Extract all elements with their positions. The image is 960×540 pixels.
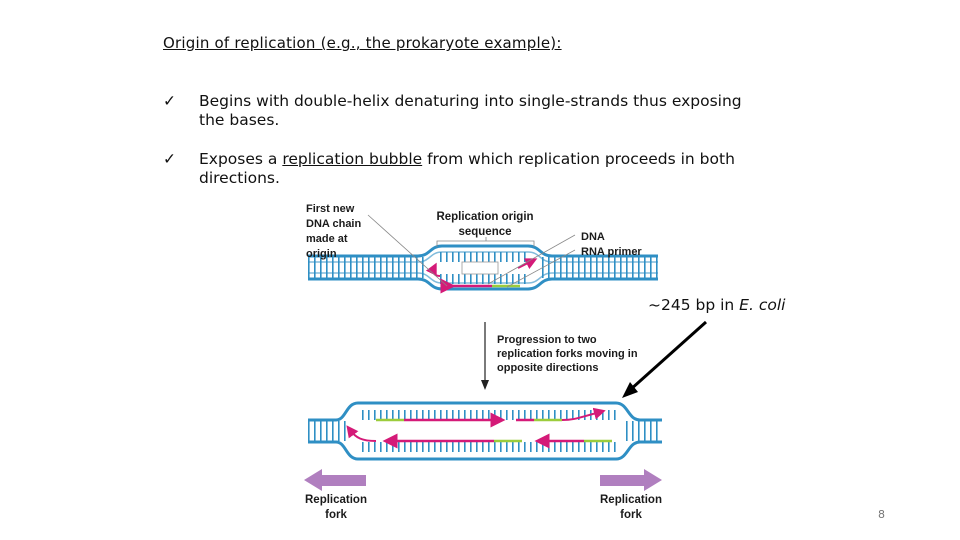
slide-heading: Origin of replication (e.g., the prokary…: [163, 34, 562, 52]
label-fork-right: Replication fork: [600, 494, 662, 521]
checkmark-icon: ✓: [163, 92, 176, 110]
dna-bubble-top: [308, 244, 658, 294]
label-rna-primer: RNA primer: [581, 246, 642, 258]
label-leaders: [367, 214, 576, 288]
svg-text:DNA chain: DNA chain: [306, 218, 361, 230]
svg-text:Progression to two: Progression to two: [497, 334, 597, 346]
svg-text:made at: made at: [306, 233, 348, 245]
svg-text:First new: First new: [306, 203, 355, 215]
fork-arrow-right-icon: [600, 469, 662, 491]
label-first-new-chain: First new DNA chain made at origin: [306, 203, 361, 260]
checkmark-icon: ✓: [163, 150, 176, 168]
svg-text:replication forks moving in: replication forks moving in: [497, 348, 638, 360]
fork-arrow-left-icon: [304, 469, 366, 491]
svg-text:origin: origin: [306, 248, 337, 260]
svg-text:fork: fork: [620, 509, 642, 521]
bullet-text-line1: Exposes a replication bubble from which …: [199, 150, 735, 168]
bullet-text-line2: directions.: [199, 169, 280, 187]
label-dna: DNA: [581, 231, 605, 243]
svg-text:Replication: Replication: [600, 494, 662, 506]
bullet-text-line2: the bases.: [199, 111, 280, 129]
origin-sequence-box: [461, 261, 499, 275]
bullet-text-line1: Begins with double-helix denaturing into…: [199, 92, 742, 110]
annotation-arrow: [628, 320, 708, 392]
dna-bubble-bottom: [308, 401, 662, 461]
svg-text:sequence: sequence: [458, 226, 511, 238]
svg-text:fork: fork: [325, 509, 347, 521]
replication-bubble-term: replication bubble: [282, 150, 423, 168]
svg-text:Replication: Replication: [305, 494, 367, 506]
svg-text:Replication origin: Replication origin: [436, 211, 533, 223]
label-fork-left: Replication fork: [305, 494, 367, 521]
label-origin-sequence: Replication origin sequence: [436, 211, 533, 238]
label-progression: Progression to two replication forks mov…: [497, 334, 638, 374]
page-number: 8: [878, 508, 885, 521]
new-chain-arrow: [425, 262, 441, 277]
annotation-text: ~245 bp in E. coli: [648, 296, 786, 314]
svg-text:opposite directions: opposite directions: [497, 362, 598, 374]
